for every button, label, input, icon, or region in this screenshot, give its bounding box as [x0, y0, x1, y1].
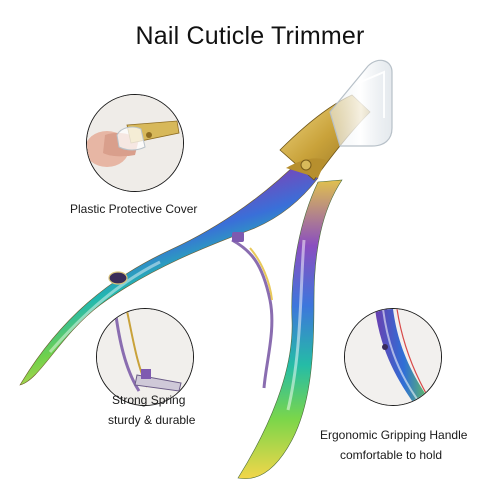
spring-detail-image — [96, 308, 194, 406]
cover-detail-image — [86, 94, 184, 192]
handle-callout-subtitle: comfortable to hold — [340, 448, 443, 462]
handle-callout-title: Ergonomic Gripping Handle — [320, 428, 468, 442]
spring-callout-title: Strong Spring — [112, 393, 186, 407]
page-title: Nail Cuticle Trimmer — [135, 22, 365, 50]
cover-callout: Plastic Protective Cover — [70, 202, 198, 216]
spring-callout-subtitle: sturdy & durable — [108, 413, 196, 427]
handle-detail-image — [344, 308, 442, 406]
